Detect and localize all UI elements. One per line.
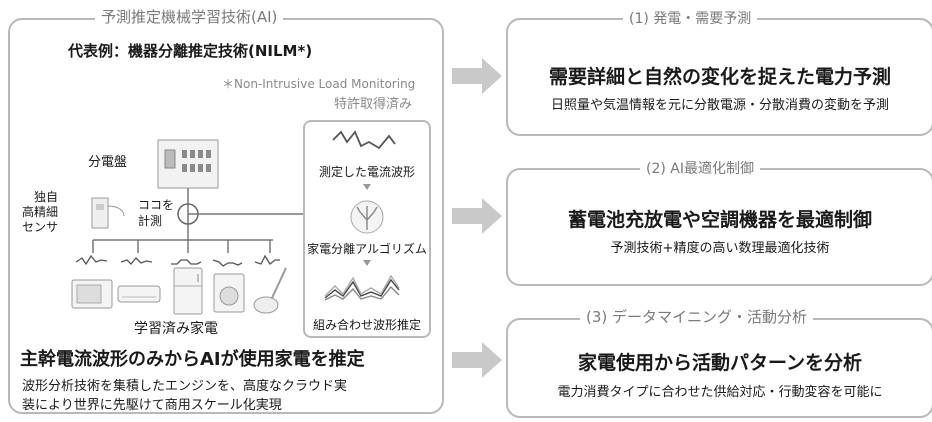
nilm-footnote: ＊Non-Intrusive Load Monitoring — [222, 77, 416, 91]
nilm-diagram — [71, 139, 303, 315]
left-headline: 主幹電流波形のみからAIが使用家電を推定 — [20, 349, 365, 370]
measure-point-label: ココを 計測 — [138, 197, 174, 229]
control-headline: 蓄電池充放電や空調機器を最適制御 — [567, 209, 872, 231]
mining-desc: 電力消費タイプに合わせた供給対応・行動変容を可能に — [557, 385, 883, 400]
mining-headline: 家電使用から活動パターンを分析 — [577, 352, 863, 374]
left-desc-line1: 波形分析技術を集積したエンジンを、高度なクラウド実 — [22, 379, 348, 394]
learned-appliances-label: 学習済み家電 — [134, 321, 218, 337]
forecast-headline: 需要詳細と自然の変化を捉えた電力予測 — [548, 66, 891, 88]
combined-waveform-icon — [324, 274, 400, 301]
control-desc: 予測技術+精度の高い数理最適化技術 — [610, 241, 830, 256]
sensor-label-line1: 独自 — [34, 190, 59, 204]
algorithm-tree-icon — [350, 200, 384, 234]
sensor-label-line2: 高精細 — [22, 205, 59, 219]
washing-machine-icon — [213, 273, 245, 313]
sensor-label: 独自 高精細 センサ — [22, 190, 58, 235]
ai-technology-title: 予測推定機械学習技術(AI) — [95, 8, 284, 26]
flow-step-algorithm: 家電分離アルゴリズム — [307, 242, 427, 256]
flow-arrow-1 — [363, 184, 371, 190]
measured-waveform-icon — [332, 130, 396, 150]
microwave-icon — [71, 279, 113, 309]
distribution-board-label: 分電盤 — [88, 155, 128, 170]
distribution-board-icon — [157, 139, 219, 189]
air-conditioner-icon — [117, 285, 161, 303]
refrigerator-icon — [173, 267, 203, 315]
flow-arrow-2 — [363, 260, 371, 266]
measure-point-line2: 計測 — [138, 214, 163, 228]
control-panel-title: (2) AI最適化制御 — [640, 160, 760, 178]
nilm-example-label: 代表例：機器分離推定技術(NILM*) — [68, 42, 313, 60]
sensor-icon — [91, 197, 125, 229]
forecast-panel-title: (1) 発電・需要予測 — [623, 10, 758, 28]
arrow-to-control — [452, 198, 502, 234]
sensor-label-line3: センサ — [22, 220, 59, 234]
patent-label: 特許取得済み — [334, 97, 413, 112]
left-desc-line2: 装により世界に先駆けて商用スケール化実現 — [22, 398, 282, 413]
mining-panel-title: (3) データマイニング・活動分析 — [580, 308, 814, 326]
measure-point-line1: ココを — [138, 198, 175, 212]
arrow-to-mining — [452, 342, 502, 378]
arrow-to-forecast — [452, 58, 502, 94]
algorithm-flow-box — [303, 120, 431, 338]
flow-step-measured: 測定した電流波形 — [318, 165, 415, 179]
forecast-desc: 日照量や気温情報を元に分散電源・分散消費の変動を予測 — [550, 98, 889, 113]
flow-step-estimation: 組み合わせ波形推定 — [312, 318, 421, 332]
vacuum-cleaner-icon — [253, 267, 287, 314]
algorithm-flow-graphics — [324, 130, 400, 301]
